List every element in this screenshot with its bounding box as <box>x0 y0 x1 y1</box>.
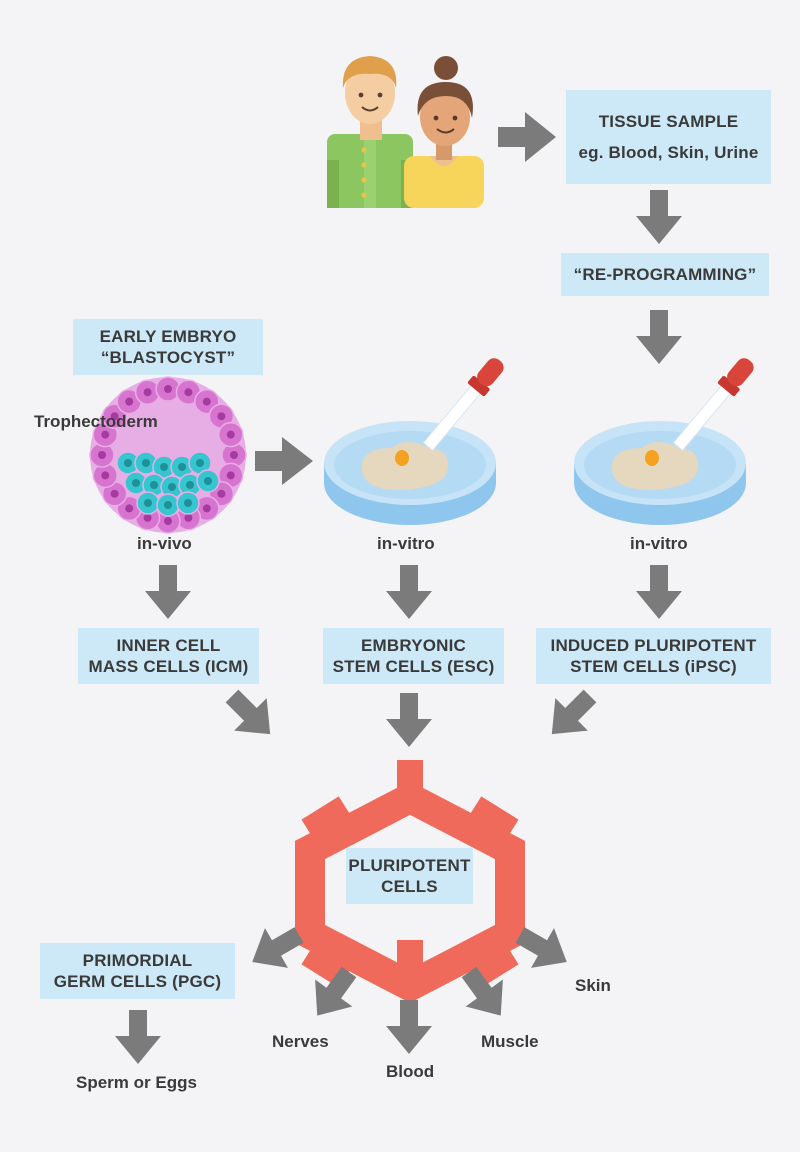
icm-box: INNER CELL MASS CELLS (ICM) <box>78 628 259 684</box>
icm-line1: INNER CELL <box>116 636 221 655</box>
ipsc-line2: STEM CELLS (iPSC) <box>570 657 737 676</box>
arrow-to-reprogramming <box>636 190 682 244</box>
in-vitro-label-ipsc: in-vitro <box>630 534 688 553</box>
petri-dish-dropper-icon <box>574 358 754 525</box>
muscle-label: Muscle <box>481 1032 539 1051</box>
ipsc-box: INDUCED PLURIPOTENT STEM CELLS (iPSC) <box>536 628 771 684</box>
early-embryo-line1: EARLY EMBRYO <box>99 327 237 346</box>
pgc-line2: GERM CELLS (PGC) <box>53 972 222 991</box>
trophectoderm-nucleus <box>110 489 119 498</box>
arrow-to-ipsc <box>636 565 682 619</box>
sperm-eggs-label: Sperm or Eggs <box>76 1073 197 1092</box>
arrow-to-sperm-eggs <box>115 1010 161 1064</box>
blood-label: Blood <box>386 1062 435 1081</box>
icm-line2: MASS CELLS (ICM) <box>88 657 249 676</box>
petri-dish-dropper-icon <box>324 358 504 525</box>
reprogramming-label: “RE-PROGRAMMING” <box>573 265 757 284</box>
esc-line1: EMBRYONIC <box>360 636 467 655</box>
arrow-to-esc-dish <box>255 437 313 485</box>
arrow-ipsc-to-pluripotent <box>535 679 607 751</box>
trophectoderm-nucleus <box>230 451 238 459</box>
trophectoderm-nucleus <box>217 489 226 498</box>
inner-cell-mass-nucleus <box>196 459 204 467</box>
arrow-to-icm <box>145 565 191 619</box>
trophectoderm-nucleus <box>101 471 110 480</box>
reprogramming-box: “RE-PROGRAMMING” <box>561 253 769 296</box>
in-vitro-label-esc: in-vitro <box>377 534 435 553</box>
skin-label: Skin <box>575 976 611 995</box>
inner-cell-mass-nucleus <box>186 481 194 489</box>
trophectoderm-nucleus <box>164 517 172 525</box>
nerves-label: Nerves <box>272 1032 329 1051</box>
trophectoderm-nucleus <box>202 397 211 406</box>
inner-cell-mass-nucleus <box>124 459 132 467</box>
pluripotent-box: PLURIPOTENT CELLS <box>346 848 473 904</box>
inner-cell-mass-nucleus <box>132 479 140 487</box>
trophectoderm-label: Trophectoderm <box>34 412 158 431</box>
trophectoderm-nucleus <box>202 504 211 513</box>
early-embryo-box: EARLY EMBRYO “BLASTOCYST” <box>73 319 263 375</box>
parents-icon <box>327 56 484 208</box>
trophectoderm-nucleus <box>143 388 152 397</box>
inner-cell-mass-nucleus <box>144 499 152 507</box>
trophectoderm-nucleus <box>98 451 106 459</box>
inner-cell-mass-nucleus <box>168 483 176 491</box>
inner-cell-mass-nucleus <box>204 477 212 485</box>
tissue-sample-title: TISSUE SAMPLE <box>598 112 739 131</box>
trophectoderm-nucleus <box>143 513 152 522</box>
arrow-to-blood <box>386 1000 432 1054</box>
arrow-to-ipsc-dish <box>636 310 682 364</box>
trophectoderm-nucleus <box>184 513 193 522</box>
trophectoderm-nucleus <box>110 412 119 421</box>
tissue-sample-box: TISSUE SAMPLE eg. Blood, Skin, Urine <box>566 90 771 184</box>
pluripotent-hexagon <box>295 760 525 1003</box>
inner-cell-mass-nucleus <box>164 501 172 509</box>
arrow-esc-to-pluripotent <box>386 693 432 747</box>
inner-cell-mass-nucleus <box>160 463 168 471</box>
pluripotent-line2: CELLS <box>381 877 438 896</box>
pgc-line1: PRIMORDIAL <box>82 951 193 970</box>
trophectoderm-nucleus <box>226 430 235 439</box>
inner-cell-mass-nucleus <box>178 463 186 471</box>
inner-cell-mass-nucleus <box>142 459 150 467</box>
pgc-box: PRIMORDIAL GERM CELLS (PGC) <box>40 943 235 999</box>
trophectoderm-nucleus <box>125 504 134 513</box>
trophectoderm-nucleus <box>217 412 226 421</box>
trophectoderm-nucleus <box>125 397 134 406</box>
early-embryo-line2: “BLASTOCYST” <box>100 348 236 367</box>
pluripotent-line1: PLURIPOTENT <box>348 856 471 875</box>
trophectoderm-nucleus <box>226 471 235 480</box>
in-vivo-label: in-vivo <box>137 534 192 553</box>
blastocyst-icon <box>89 376 247 534</box>
esc-box: EMBRYONIC STEM CELLS (ESC) <box>323 628 504 684</box>
inner-cell-mass-nucleus <box>184 499 192 507</box>
arrow-icm-to-pluripotent <box>215 679 287 751</box>
tissue-sample-examples: eg. Blood, Skin, Urine <box>578 143 759 162</box>
arrow-to-esc <box>386 565 432 619</box>
inner-cell-mass-nucleus <box>150 481 158 489</box>
trophectoderm-nucleus <box>101 430 110 439</box>
esc-line2: STEM CELLS (ESC) <box>332 657 495 676</box>
arrow-to-tissue <box>498 112 556 162</box>
ipsc-line1: INDUCED PLURIPOTENT <box>550 636 757 655</box>
trophectoderm-nucleus <box>184 388 193 397</box>
trophectoderm-nucleus <box>164 385 172 393</box>
